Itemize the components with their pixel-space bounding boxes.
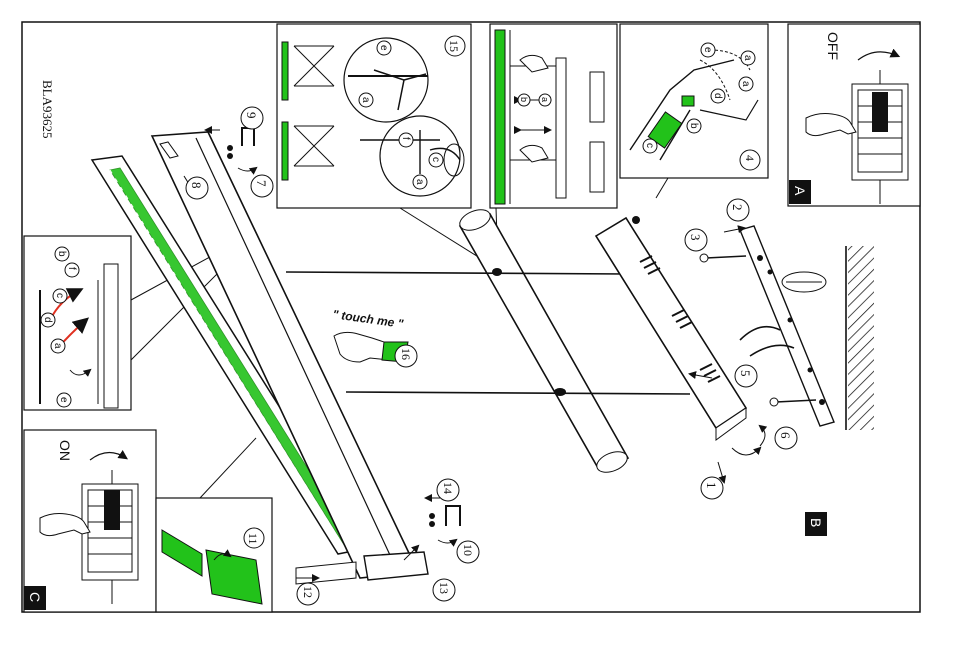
step-badge-2 bbox=[726, 198, 750, 222]
part-letter: c bbox=[54, 293, 65, 298]
part-letter: a bbox=[540, 97, 550, 102]
touch-sensor-callout: " touch me " bbox=[332, 307, 409, 363]
wall-plug bbox=[781, 271, 827, 293]
bracket-hardware-bottom bbox=[424, 494, 461, 547]
part-letter: f bbox=[400, 137, 411, 140]
step-number: 3 bbox=[688, 234, 703, 241]
hand-icon bbox=[519, 144, 549, 163]
screw-icon bbox=[775, 399, 817, 403]
support-rod bbox=[345, 391, 691, 395]
switch-on-label: ON bbox=[57, 440, 73, 461]
inset-switch-off: OFF A bbox=[787, 23, 921, 207]
cylinder-arm bbox=[458, 209, 630, 473]
step-badge-13 bbox=[432, 578, 456, 602]
step-number: 15 bbox=[447, 40, 461, 52]
step-badge-8 bbox=[185, 176, 209, 200]
part-letter: c bbox=[430, 157, 441, 162]
section-marker-b bbox=[805, 512, 827, 536]
switch-off-label: OFF bbox=[825, 32, 841, 60]
rotate-arrow-icon bbox=[857, 48, 901, 61]
part-letter: d bbox=[42, 317, 53, 323]
step-badge-10 bbox=[456, 540, 480, 564]
part-letter: b bbox=[688, 123, 699, 129]
part-letter: c bbox=[644, 143, 655, 148]
hand-icon bbox=[805, 113, 857, 137]
step-badge-12 bbox=[296, 582, 320, 606]
step-number: 10 bbox=[461, 544, 475, 556]
power-cable bbox=[739, 325, 795, 357]
step-number: 6 bbox=[778, 432, 793, 439]
step-number: 4 bbox=[743, 155, 757, 161]
screw-icon bbox=[705, 255, 747, 259]
support-rod bbox=[285, 271, 629, 275]
breaker-panel-on bbox=[81, 470, 139, 604]
section-marker-a bbox=[789, 180, 811, 204]
rotate-arrow-icon bbox=[69, 368, 92, 377]
part-letter: a bbox=[414, 179, 425, 185]
step-number: 16 bbox=[399, 348, 413, 360]
step-callouts: 9 7 8 16 14 10 12 13 3 2 5 6 1 bbox=[185, 106, 798, 606]
part-letter: a bbox=[742, 55, 753, 61]
step-badge-14 bbox=[436, 478, 460, 502]
step-number: 9 bbox=[244, 112, 259, 119]
step-number: 1 bbox=[704, 482, 719, 489]
diffuser-panel bbox=[90, 155, 370, 555]
step-number: 13 bbox=[437, 582, 451, 594]
hand-icon bbox=[333, 331, 391, 363]
part-letter: b bbox=[56, 251, 67, 257]
part-letter: d bbox=[712, 93, 723, 99]
inset-arm-adjust: b a bbox=[489, 23, 618, 209]
part-letter: e bbox=[378, 45, 389, 51]
part-letter: e bbox=[58, 397, 69, 403]
part-letter: b bbox=[519, 97, 529, 102]
mounting-box bbox=[594, 216, 748, 441]
step-number: 5 bbox=[738, 370, 753, 377]
hand-icon bbox=[39, 513, 91, 537]
step-number: 11 bbox=[246, 533, 260, 545]
part-letter: a bbox=[360, 97, 371, 103]
wall-plate bbox=[739, 225, 835, 427]
part-letter: e bbox=[702, 47, 713, 53]
part-letter: f bbox=[66, 267, 77, 270]
part-letter: a bbox=[52, 343, 63, 349]
section-marker-b-letter: B bbox=[808, 518, 824, 527]
rotate-arrow-icon bbox=[89, 450, 128, 461]
step-number: 14 bbox=[441, 482, 455, 494]
inset-step-15: e a f c a 15 bbox=[276, 23, 472, 209]
section-marker-c-letter: C bbox=[27, 592, 43, 602]
step-badge-16 bbox=[394, 344, 418, 368]
step-number: 2 bbox=[730, 204, 745, 211]
part-letter: a bbox=[740, 81, 751, 87]
inset-step-11: 11 bbox=[155, 497, 273, 613]
step-badge-5 bbox=[734, 364, 758, 388]
model-code: BLA93625 bbox=[40, 80, 55, 139]
section-marker-c bbox=[24, 586, 46, 610]
step-badge-9 bbox=[240, 106, 264, 130]
wall-surface bbox=[845, 246, 874, 430]
lamp-body bbox=[150, 131, 420, 585]
touch-me-label: " touch me " bbox=[332, 307, 405, 331]
step-badge-6 bbox=[774, 426, 798, 450]
inset-switch-on: ON C bbox=[23, 429, 157, 613]
section-marker-a-letter: A bbox=[792, 186, 808, 196]
step-number: 7 bbox=[254, 180, 269, 187]
step-badge-1 bbox=[700, 476, 724, 500]
step-badge-7 bbox=[250, 174, 274, 198]
inset-clip-detail: b f c d a e bbox=[23, 235, 132, 411]
outer-frame bbox=[21, 21, 921, 613]
breaker-panel-off bbox=[851, 70, 909, 204]
step-badge-3 bbox=[684, 228, 708, 252]
inset-step-4: e a d a c b 4 bbox=[619, 23, 769, 179]
step-number: 12 bbox=[301, 586, 315, 598]
hand-icon bbox=[519, 54, 549, 73]
step-number: 8 bbox=[189, 182, 204, 189]
end-cap bbox=[363, 551, 429, 581]
